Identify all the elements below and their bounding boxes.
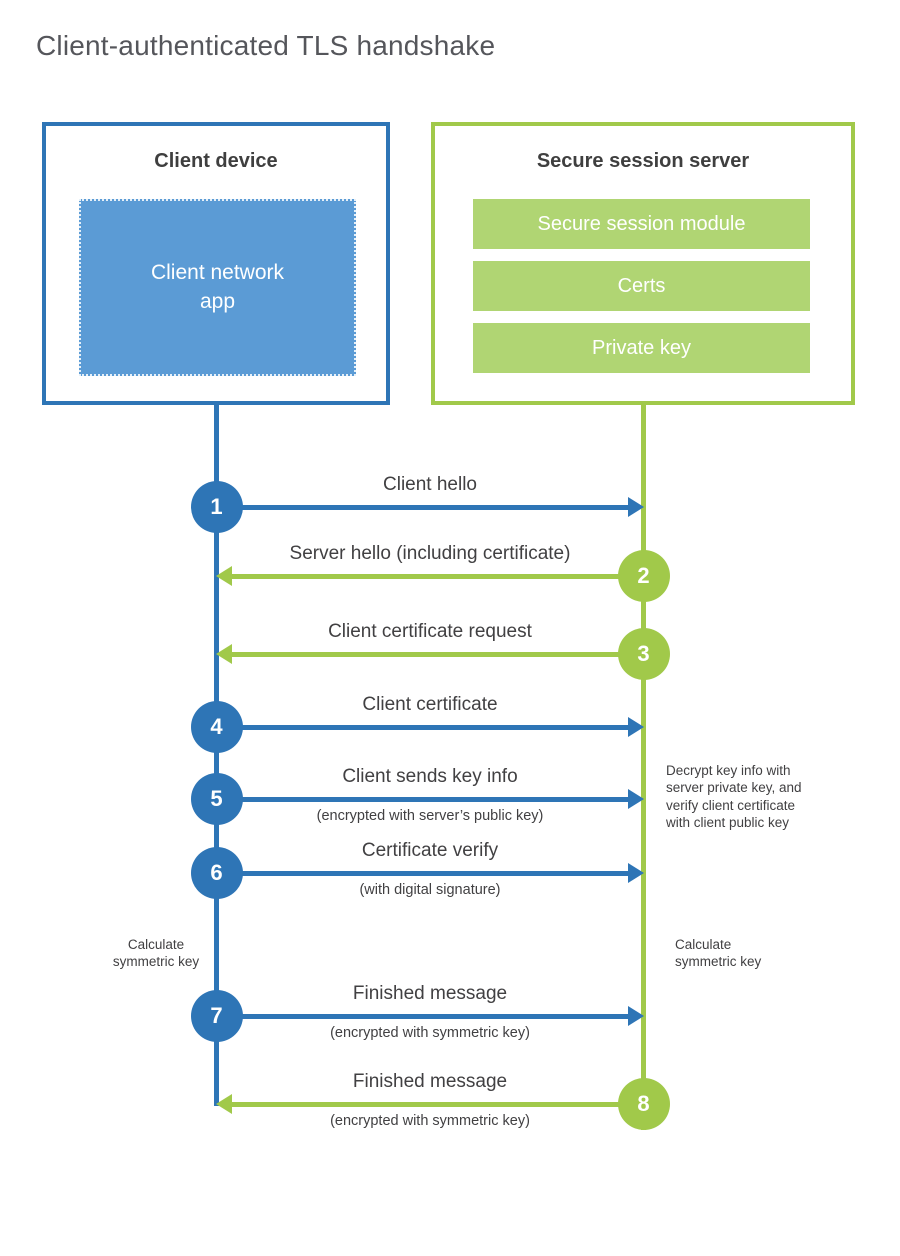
- message-arrow-shaft: [217, 505, 631, 510]
- message-arrow-shaft: [217, 871, 631, 876]
- arrowhead-right-icon: [628, 863, 644, 883]
- message-arrow-shaft: [217, 797, 631, 802]
- step-number-badge: 3: [617, 628, 670, 680]
- arrowhead-left-icon: [216, 1094, 232, 1114]
- calc-symmetric-key-left-note: Calculate symmetric key: [112, 937, 200, 970]
- message-label: Finished message: [352, 1071, 508, 1092]
- arrowhead-right-icon: [628, 717, 644, 737]
- message-label: Client certificate: [362, 694, 498, 715]
- step-number-badge: 7: [190, 990, 243, 1042]
- message-arrow-shaft: [229, 574, 643, 579]
- arrowhead-left-icon: [216, 566, 232, 586]
- server-component-bar: Certs: [473, 261, 810, 311]
- decrypt-key-info-note: Decrypt key info with server private key…: [666, 763, 802, 830]
- arrowhead-right-icon: [628, 1006, 644, 1026]
- message-sublabel: (encrypted with symmetric key): [330, 1113, 530, 1129]
- arrowhead-right-icon: [628, 497, 644, 517]
- message-label: Client hello: [383, 474, 477, 495]
- message-label: Client sends key info: [342, 766, 518, 787]
- message-arrow-shaft: [229, 1102, 643, 1107]
- calc-symmetric-key-right-note: Calculate symmetric key: [675, 937, 762, 970]
- secure-session-server-box: Secure session server Secure session mod…: [431, 122, 855, 405]
- message-label: Client certificate request: [328, 621, 532, 642]
- step-number-badge: 1: [190, 481, 243, 533]
- message-label: Certificate verify: [361, 840, 499, 861]
- server-component-bar: Secure session module: [473, 199, 810, 249]
- client-device-box: Client device Client network app: [42, 122, 390, 405]
- message-label: Finished message: [352, 983, 508, 1004]
- step-number-badge: 2: [617, 550, 670, 602]
- message-sublabel: (encrypted with symmetric key): [330, 1025, 530, 1041]
- arrowhead-left-icon: [216, 644, 232, 664]
- message-arrow-shaft: [229, 652, 643, 657]
- step-number-badge: 8: [617, 1078, 670, 1130]
- secure-session-server-title: Secure session server: [536, 150, 750, 172]
- message-label: Server hello (including certificate): [289, 543, 571, 564]
- client-network-app-box: Client network app: [79, 199, 356, 376]
- server-component-bar: Private key: [473, 323, 810, 373]
- step-number-badge: 6: [190, 847, 243, 899]
- step-number-badge: 4: [190, 701, 243, 753]
- client-lifeline: [214, 405, 219, 1106]
- message-sublabel: (with digital signature): [359, 882, 501, 898]
- step-number-badge: 5: [190, 773, 243, 825]
- server-lifeline: [641, 405, 646, 1130]
- page-title: Client-authenticated TLS handshake: [36, 30, 496, 61]
- message-sublabel: (encrypted with server’s public key): [316, 808, 544, 824]
- message-arrow-shaft: [217, 1014, 631, 1019]
- arrowhead-right-icon: [628, 789, 644, 809]
- client-device-title: Client device: [154, 150, 278, 172]
- message-arrow-shaft: [217, 725, 631, 730]
